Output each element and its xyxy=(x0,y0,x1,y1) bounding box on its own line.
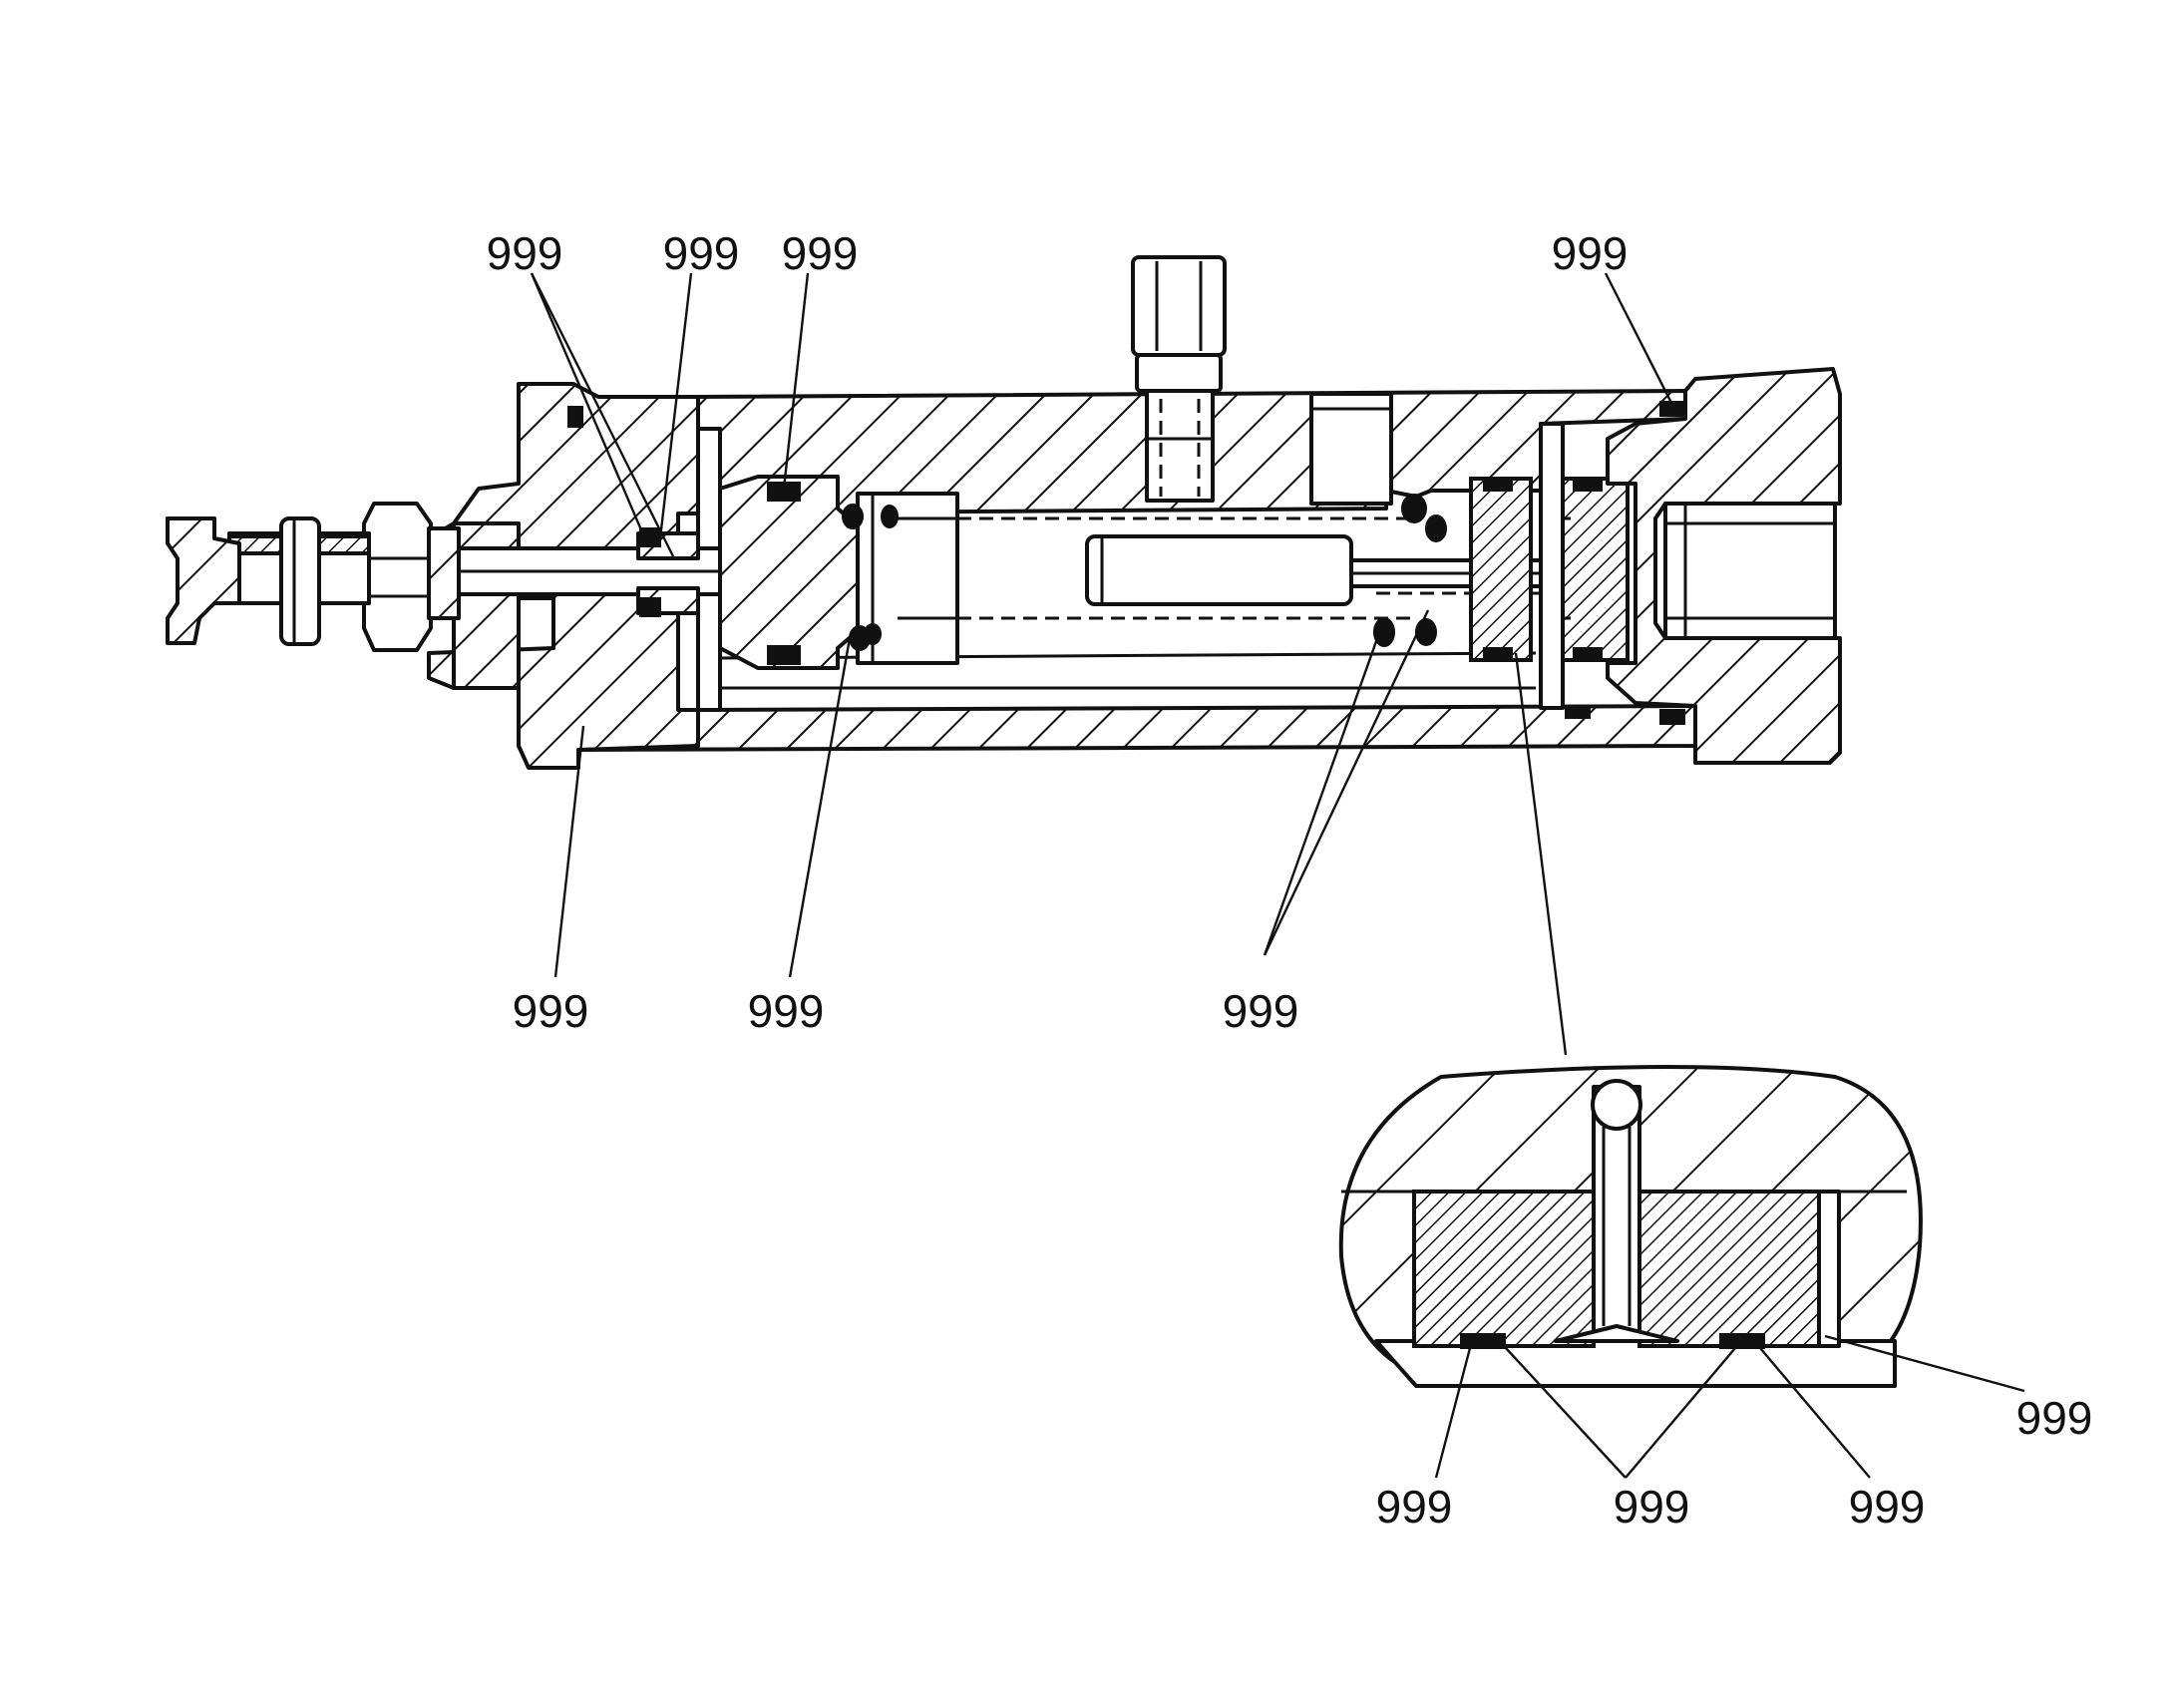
callout-detail-3: 999 xyxy=(1849,1481,1926,1533)
valve-block-right xyxy=(1554,477,1630,662)
mounting-pad xyxy=(166,516,241,645)
hex-nut xyxy=(362,502,433,652)
cylinder-assembly xyxy=(166,255,1842,770)
callout-mid-3: 999 xyxy=(1223,985,1299,1037)
callout-detail-2: 999 xyxy=(1614,1481,1690,1533)
detail-view xyxy=(1338,1065,1923,1388)
threaded-stud xyxy=(227,516,371,646)
callout-top-4: 999 xyxy=(1552,227,1629,279)
callout-mid-1: 999 xyxy=(513,985,589,1037)
callout-detail-right: 999 xyxy=(2016,1392,2093,1444)
callout-top-1: 999 xyxy=(487,227,563,279)
detail-block-left xyxy=(1412,1190,1596,1348)
detail-seal-right xyxy=(1719,1333,1765,1349)
callout-labels: 999 999 999 999 999 999 999 999 999 999 … xyxy=(487,227,2093,1533)
port-bore xyxy=(1309,392,1393,506)
detail-seal-left xyxy=(1460,1333,1506,1349)
air-fitting xyxy=(1131,255,1227,503)
callout-detail-1: 999 xyxy=(1376,1481,1453,1533)
callout-mid-2: 999 xyxy=(748,985,825,1037)
detail-block-right xyxy=(1637,1190,1821,1348)
callout-top-3: 999 xyxy=(782,227,859,279)
valve-block-left xyxy=(1469,477,1533,662)
plunger xyxy=(1085,534,1353,606)
leader-lines xyxy=(530,272,2025,1479)
right-end-cap xyxy=(1606,367,1842,765)
callout-top-2: 999 xyxy=(663,227,740,279)
